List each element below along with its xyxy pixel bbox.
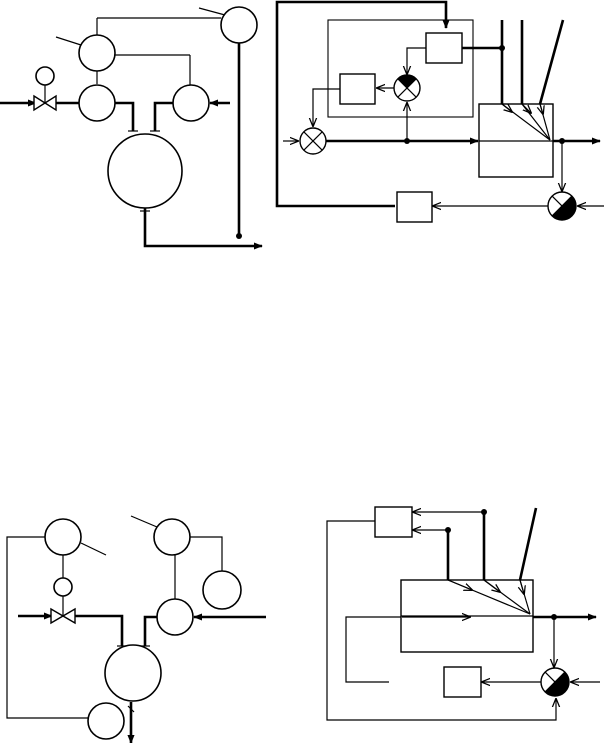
feedback-loop — [275, 0, 450, 208]
actuator-circle — [53, 577, 73, 597]
instrument-circle-bl-4 — [87, 702, 125, 740]
signal-line — [190, 536, 223, 571]
pipe — [153, 101, 173, 131]
panel-bottom-right-block — [326, 506, 600, 721]
vessel-circle — [107, 133, 183, 209]
actuator-circle — [35, 66, 55, 86]
instrument-circle-bl-3 — [202, 570, 242, 610]
block-box-tr-4 — [396, 191, 433, 223]
block-box-br-3 — [443, 666, 482, 698]
comparator-circle-tr-2 — [547, 191, 577, 221]
pipe — [115, 101, 135, 131]
junction-dot — [236, 233, 242, 239]
inner-frame — [327, 19, 474, 118]
valve-symbol — [50, 607, 76, 625]
panel-top-right-block — [275, 0, 604, 223]
multiplier-circle-tr — [299, 127, 327, 155]
leader-line — [130, 515, 158, 528]
signal-arrow — [407, 47, 426, 74]
outlet-pipe — [143, 208, 263, 250]
instrument-circle-tl-2 — [78, 34, 116, 72]
comparator-circle-tr-1 — [393, 74, 421, 102]
leader-line — [198, 7, 226, 16]
pipe — [75, 614, 124, 646]
leader-line — [80, 542, 107, 556]
instrument-circle-bl-2 — [153, 518, 191, 556]
block-box-tr-2 — [339, 73, 376, 105]
input-fan-br — [446, 507, 538, 615]
comparator-circle-br — [540, 667, 570, 697]
block-box-br-1 — [374, 506, 413, 538]
signal-line — [345, 616, 401, 683]
sensor-circle-tl-2 — [172, 84, 210, 122]
panel-bottom-left-scheme — [6, 515, 266, 743]
signal-line — [6, 536, 88, 719]
valve-symbol — [33, 94, 57, 112]
sensor-circle-bl — [156, 598, 194, 636]
instrument-circle-tl-1 — [220, 6, 258, 44]
signal-arrow — [313, 88, 340, 126]
sensor-circle-tl-1 — [78, 84, 116, 122]
panel-top-left-scheme — [0, 6, 263, 250]
input-fan-tr — [500, 19, 565, 141]
instrument-circle-bl-1 — [44, 518, 82, 556]
vessel-circle — [104, 644, 162, 702]
leader-line — [55, 36, 82, 46]
pipe — [143, 615, 157, 646]
feedback-loop — [326, 520, 556, 721]
block-box-tr-1 — [425, 32, 463, 64]
